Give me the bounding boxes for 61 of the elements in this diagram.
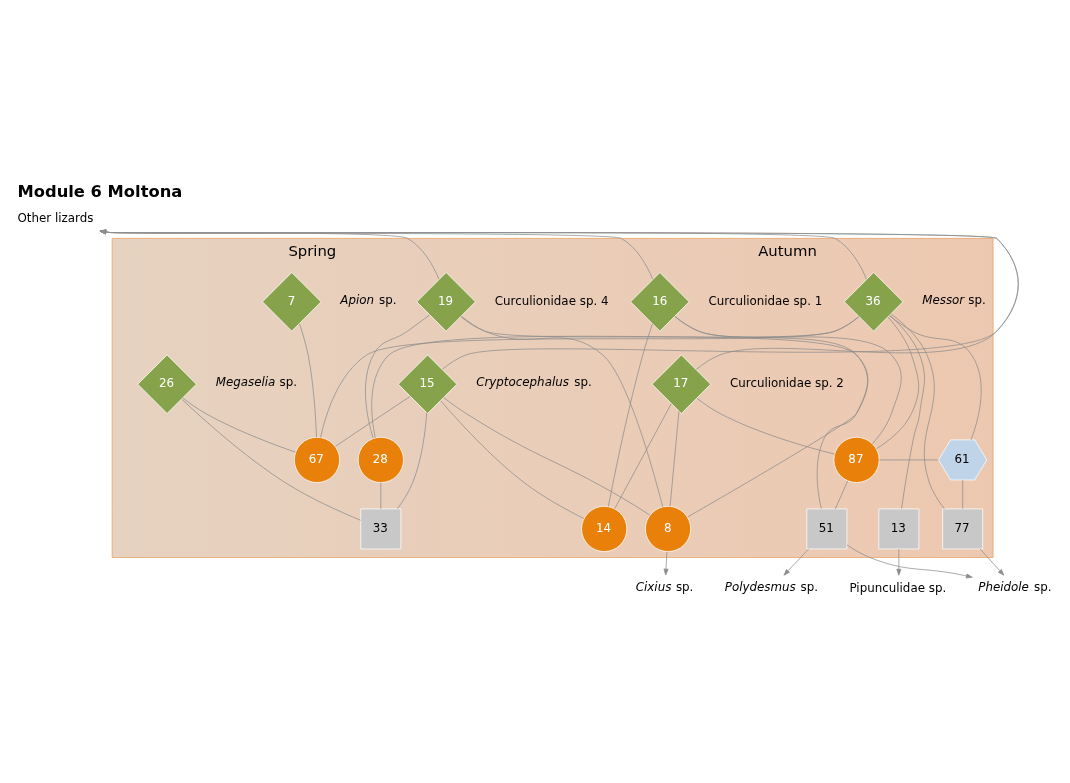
node-diamond: 19 xyxy=(416,271,476,331)
connector xyxy=(962,479,964,509)
node-diamond: 26 xyxy=(137,354,197,414)
arrow xyxy=(896,548,902,576)
node-circle: 87 xyxy=(833,436,880,483)
arrow xyxy=(99,229,654,280)
connector xyxy=(182,397,296,453)
node-diamond: 16 xyxy=(630,271,690,331)
connector xyxy=(181,398,361,521)
node-label: Curculionidae sp. 4 xyxy=(494,293,609,308)
node-label: Apion sp. xyxy=(340,292,397,307)
connector xyxy=(460,315,664,507)
connector xyxy=(878,459,939,460)
connector xyxy=(335,395,411,447)
node-circle: 8 xyxy=(645,505,692,552)
connector xyxy=(607,322,653,507)
node-text: Cixius sp. xyxy=(635,579,694,594)
node-label: Curculionidae sp. 2 xyxy=(730,375,844,390)
connector xyxy=(443,396,651,515)
connector xyxy=(669,410,680,507)
node-label: Megaselia sp. xyxy=(215,374,298,389)
diagram-title: Module 6 Moltona xyxy=(17,181,183,201)
connector xyxy=(460,315,869,509)
connector xyxy=(890,313,945,509)
arrow xyxy=(99,229,867,280)
node-diamond: 36 xyxy=(843,271,904,331)
node-text: Polydesmus sp. xyxy=(724,579,819,594)
node-label: Cryptocephalus sp. xyxy=(476,374,592,389)
arrow xyxy=(846,544,973,578)
connector xyxy=(614,402,672,509)
connector xyxy=(397,411,428,509)
connector xyxy=(299,322,317,438)
connector xyxy=(889,314,925,509)
connector xyxy=(674,315,902,444)
node-circle: 14 xyxy=(581,505,628,552)
node-box: 77 xyxy=(942,508,984,549)
node-text: Pipunculidae sp. xyxy=(849,579,947,594)
connector xyxy=(380,481,382,509)
arrow xyxy=(99,229,1019,370)
node-text: Other lizards xyxy=(17,210,94,225)
node-diamond: 17 xyxy=(651,354,712,414)
node-text: Pheidole sp. xyxy=(978,579,1052,594)
arrow xyxy=(99,229,440,280)
node-label: Curculionidae sp. 1 xyxy=(708,293,823,308)
connector xyxy=(365,314,431,439)
node-diamond: 15 xyxy=(397,354,458,414)
connector xyxy=(674,315,869,517)
connector xyxy=(888,314,982,440)
connector xyxy=(834,480,848,509)
node-circle: 28 xyxy=(357,436,404,483)
connector xyxy=(440,399,585,519)
arrow xyxy=(979,548,1005,576)
node-label: Messor sp. xyxy=(922,292,986,307)
connector xyxy=(696,397,835,454)
connector xyxy=(876,316,919,449)
arrow xyxy=(663,550,669,575)
node-box: 33 xyxy=(360,508,402,549)
node-box: 51 xyxy=(806,508,848,549)
node-circle: 67 xyxy=(294,436,340,483)
node-diamond: 7 xyxy=(262,271,322,331)
node-box: 13 xyxy=(878,508,920,549)
